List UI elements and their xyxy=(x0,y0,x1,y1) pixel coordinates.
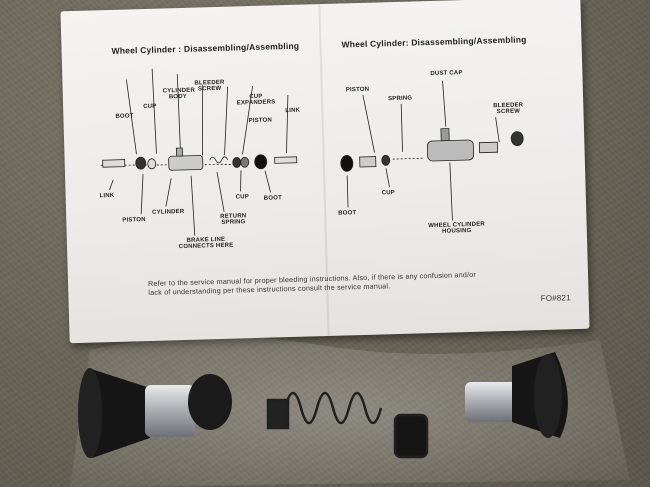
label-dust-cap: DUST CAP xyxy=(430,70,463,78)
label-spring-right: SPRING xyxy=(387,95,413,103)
form-code: FO#821 xyxy=(540,293,571,304)
label-return-spring: RETURN SPRING xyxy=(220,213,247,226)
return-spring-part xyxy=(266,391,429,459)
left-exploded-diagram xyxy=(100,68,524,236)
label-cylinder-body: CYLINDER BODY xyxy=(162,87,196,101)
label-piston-right: PISTON xyxy=(345,86,370,94)
label-cup-expanders: CUP EXPANDERS xyxy=(236,93,276,107)
label-cup-right: CUP xyxy=(381,190,396,197)
label-brake-line: BRAKE LINE CONNECTS HERE xyxy=(178,236,234,251)
label-bleeder-screw-right: BLEEDER SCREW xyxy=(493,102,524,116)
right-piston-boot xyxy=(465,352,568,438)
instruction-sheet: Wheel Cylinder : Disassembling/Assemblin… xyxy=(60,0,590,344)
label-bleeder-screw-left: BLEEDER SCREW xyxy=(194,79,225,93)
left-piston-boot xyxy=(78,368,232,458)
label-cup-top: CUP xyxy=(143,103,157,111)
label-link-bottom: LINK xyxy=(99,192,115,200)
label-boot-top: BOOT xyxy=(115,113,134,120)
label-cylinder: CYLINDER xyxy=(152,208,185,216)
label-piston-top: PISTON xyxy=(248,117,273,125)
label-piston-bottom: PISTON xyxy=(122,217,146,224)
plastic-bag xyxy=(70,336,630,487)
label-cup-bottom: CUP xyxy=(235,194,250,201)
label-boot-right: BOOT xyxy=(338,210,357,217)
label-boot-bottom: BOOT xyxy=(263,195,282,202)
label-wheel-cylinder-housing: WHEEL CYLINDER HOUSING xyxy=(428,221,486,235)
label-link-top: LINK xyxy=(285,107,301,115)
wheel-cylinder-parts-photo xyxy=(70,336,630,487)
